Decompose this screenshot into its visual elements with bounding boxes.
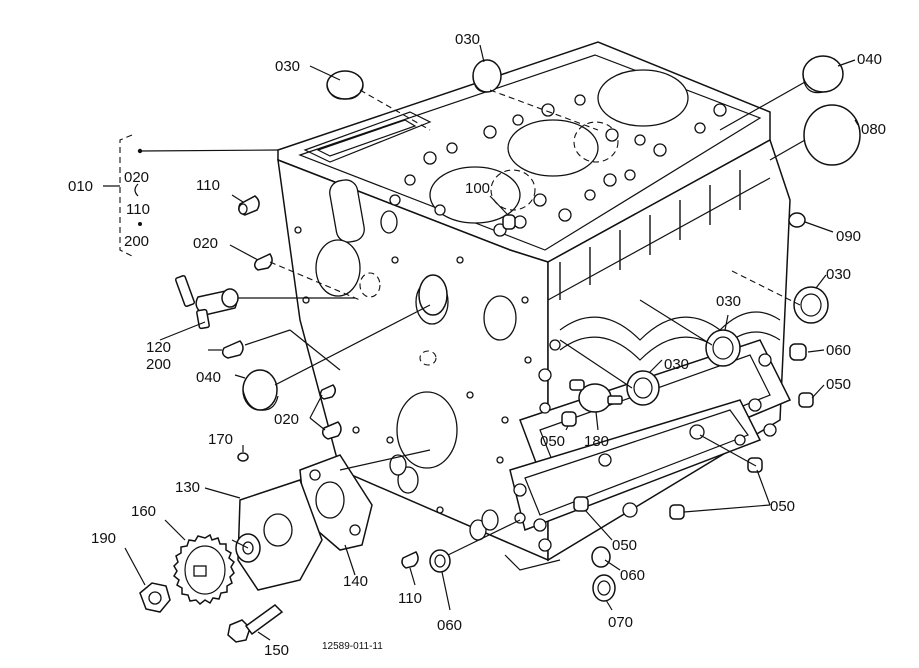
callout-090: 090 xyxy=(836,228,861,245)
oil-seal-040-left xyxy=(242,369,279,411)
plug-030-top-left xyxy=(326,70,364,100)
drain-cock-120 xyxy=(174,275,239,330)
callout-040-left: 040 xyxy=(196,369,221,386)
plug-030-side-b xyxy=(705,329,741,367)
callout-070: 070 xyxy=(608,614,633,631)
dowel-110-bottom xyxy=(401,551,419,569)
callout-170: 170 xyxy=(208,431,233,448)
group-bracket-010 xyxy=(103,134,143,257)
dowel-110-left xyxy=(238,195,260,216)
callout-140: 140 xyxy=(343,573,368,590)
key-170 xyxy=(237,452,249,462)
pin-100 xyxy=(502,214,516,230)
gasket-140 xyxy=(299,454,373,551)
pin-200-left xyxy=(221,340,244,359)
callout-030-side-b: 030 xyxy=(716,293,741,310)
plug-030-top-center xyxy=(472,59,502,93)
callout-110-group: 110 xyxy=(126,201,150,218)
callout-110-top: 110 xyxy=(196,177,220,194)
dowel-020-lower-b xyxy=(321,421,342,440)
callout-030-side-a: 030 xyxy=(826,266,851,283)
plug-050-b xyxy=(561,411,577,427)
oil-pressure-switch-190 xyxy=(569,379,623,413)
callout-020-upper: 020 xyxy=(193,235,218,252)
bolt-150 xyxy=(227,604,284,643)
callout-080: 080 xyxy=(861,121,886,138)
plug-070 xyxy=(592,574,616,602)
plug-050-e xyxy=(573,496,589,512)
callout-020-group: 020 xyxy=(124,169,149,186)
figure-code: 12589-011-11 xyxy=(322,641,383,652)
callout-160: 160 xyxy=(131,503,156,520)
callout-050-lower: 050 xyxy=(612,537,637,554)
cylinder-block xyxy=(277,41,792,571)
plug-030-side-a xyxy=(793,286,829,324)
callout-110-bottom: 110 xyxy=(398,590,422,607)
plug-060-right xyxy=(789,343,807,361)
callout-030-top-left: 030 xyxy=(275,58,300,75)
plug-050-d xyxy=(669,504,685,520)
callout-labels: 010 020 110 200 030 030 040 080 090 100 … xyxy=(68,31,886,659)
oil-pump-gear-160 xyxy=(173,533,235,606)
leader-lines xyxy=(124,44,859,641)
callout-060-lower: 060 xyxy=(620,567,645,584)
dowel-020-lower-a xyxy=(319,384,336,400)
plug-030-side-c xyxy=(626,370,660,406)
callout-120: 120 xyxy=(146,339,171,356)
plug-050-a xyxy=(798,392,814,408)
plate-080 xyxy=(803,104,861,166)
callout-060-bottom: 060 xyxy=(437,617,462,634)
callout-130: 130 xyxy=(175,479,200,496)
oil-seal-040-front xyxy=(418,274,448,316)
nut-180 xyxy=(139,582,171,613)
callout-030-top-center: 030 xyxy=(455,31,480,48)
callout-180: 190 xyxy=(91,530,116,547)
plug-060-lower xyxy=(591,546,611,568)
callout-050-left: 050 xyxy=(540,433,565,450)
plug-060-bottom xyxy=(429,549,451,573)
dowel-020-upper xyxy=(254,253,273,271)
callout-050-lower-right: 050 xyxy=(770,498,795,515)
callout-200: 200 xyxy=(146,356,171,373)
callout-100: 100 xyxy=(465,180,490,197)
pin-090 xyxy=(788,212,806,228)
plug-040-top-right xyxy=(802,55,844,94)
callout-020-lower: 020 xyxy=(274,411,299,428)
callout-060-right: 060 xyxy=(826,342,851,359)
callout-030-side-c: 030 xyxy=(664,356,689,373)
callout-050-right: 050 xyxy=(826,376,851,393)
callout-150: 150 xyxy=(264,642,289,659)
callout-010: 010 xyxy=(68,178,93,195)
callout-200-group: 200 xyxy=(124,233,149,250)
callout-040-top-right: 040 xyxy=(857,51,882,68)
callout-190: 180 xyxy=(584,433,609,450)
